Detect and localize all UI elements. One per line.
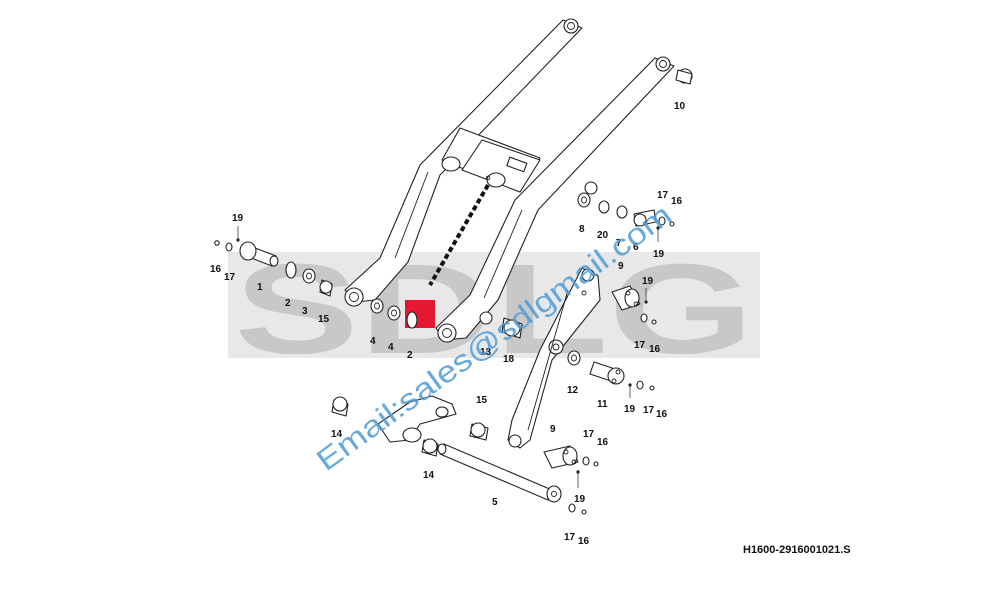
callout-2: 2 xyxy=(407,350,413,361)
long-pin xyxy=(437,443,562,503)
callout-4: 4 xyxy=(370,336,376,347)
right-lower-cluster xyxy=(567,350,655,398)
callout-19: 19 xyxy=(624,404,636,415)
callout-14: 14 xyxy=(423,470,435,481)
bell-crank xyxy=(377,395,457,443)
left-washers xyxy=(285,261,418,329)
callout-16: 16 xyxy=(578,536,590,547)
callout-9: 9 xyxy=(618,261,624,272)
callout-4: 4 xyxy=(388,342,394,353)
callout-17: 17 xyxy=(657,190,669,201)
callout-16: 16 xyxy=(656,409,668,420)
cross-tube xyxy=(428,127,598,325)
callout-19: 19 xyxy=(653,249,665,260)
pin-1 xyxy=(214,226,279,267)
callout-19: 19 xyxy=(232,213,244,224)
callout-6: 6 xyxy=(633,242,639,253)
callout-17: 17 xyxy=(643,405,655,416)
callout-17: 17 xyxy=(583,429,595,440)
callout-19: 19 xyxy=(574,494,586,505)
callout-11: 11 xyxy=(597,399,608,410)
callout-17: 17 xyxy=(564,532,576,543)
callout-15: 15 xyxy=(318,314,330,325)
callout-15: 15 xyxy=(476,395,488,406)
drawing-code: H1600-2916001021.S xyxy=(743,544,851,556)
callout-20: 20 xyxy=(597,230,609,241)
right-middle-cluster xyxy=(611,285,657,325)
callout-16: 16 xyxy=(649,344,661,355)
callout-2: 2 xyxy=(285,298,291,309)
callout-17: 17 xyxy=(224,272,236,283)
callout-labels: 19 16 17 1 2 3 15 4 4 2 13 18 10 8 20 7 … xyxy=(210,101,686,547)
lift-arm-right xyxy=(435,56,675,343)
lower-bushings xyxy=(331,396,489,457)
callout-14: 14 xyxy=(331,429,343,440)
rocker-link xyxy=(507,267,601,449)
right-upper-cluster xyxy=(577,192,675,242)
callout-19: 19 xyxy=(642,276,654,287)
callout-13: 13 xyxy=(480,347,492,358)
lower-right-cluster xyxy=(543,445,599,515)
callout-12: 12 xyxy=(567,385,579,396)
callout-8: 8 xyxy=(579,224,585,235)
callout-9: 9 xyxy=(550,424,556,435)
callout-7: 7 xyxy=(616,238,622,249)
callout-10: 10 xyxy=(674,101,686,112)
callout-16: 16 xyxy=(210,264,222,275)
callout-3: 3 xyxy=(302,306,308,317)
callout-1: 1 xyxy=(257,282,263,293)
callout-5: 5 xyxy=(492,497,498,508)
lift-arm-left xyxy=(344,18,583,307)
callout-16: 16 xyxy=(671,196,683,207)
callout-16: 16 xyxy=(597,437,609,448)
callout-18: 18 xyxy=(503,354,515,365)
callout-17: 17 xyxy=(634,340,646,351)
center-bushings xyxy=(501,68,693,339)
